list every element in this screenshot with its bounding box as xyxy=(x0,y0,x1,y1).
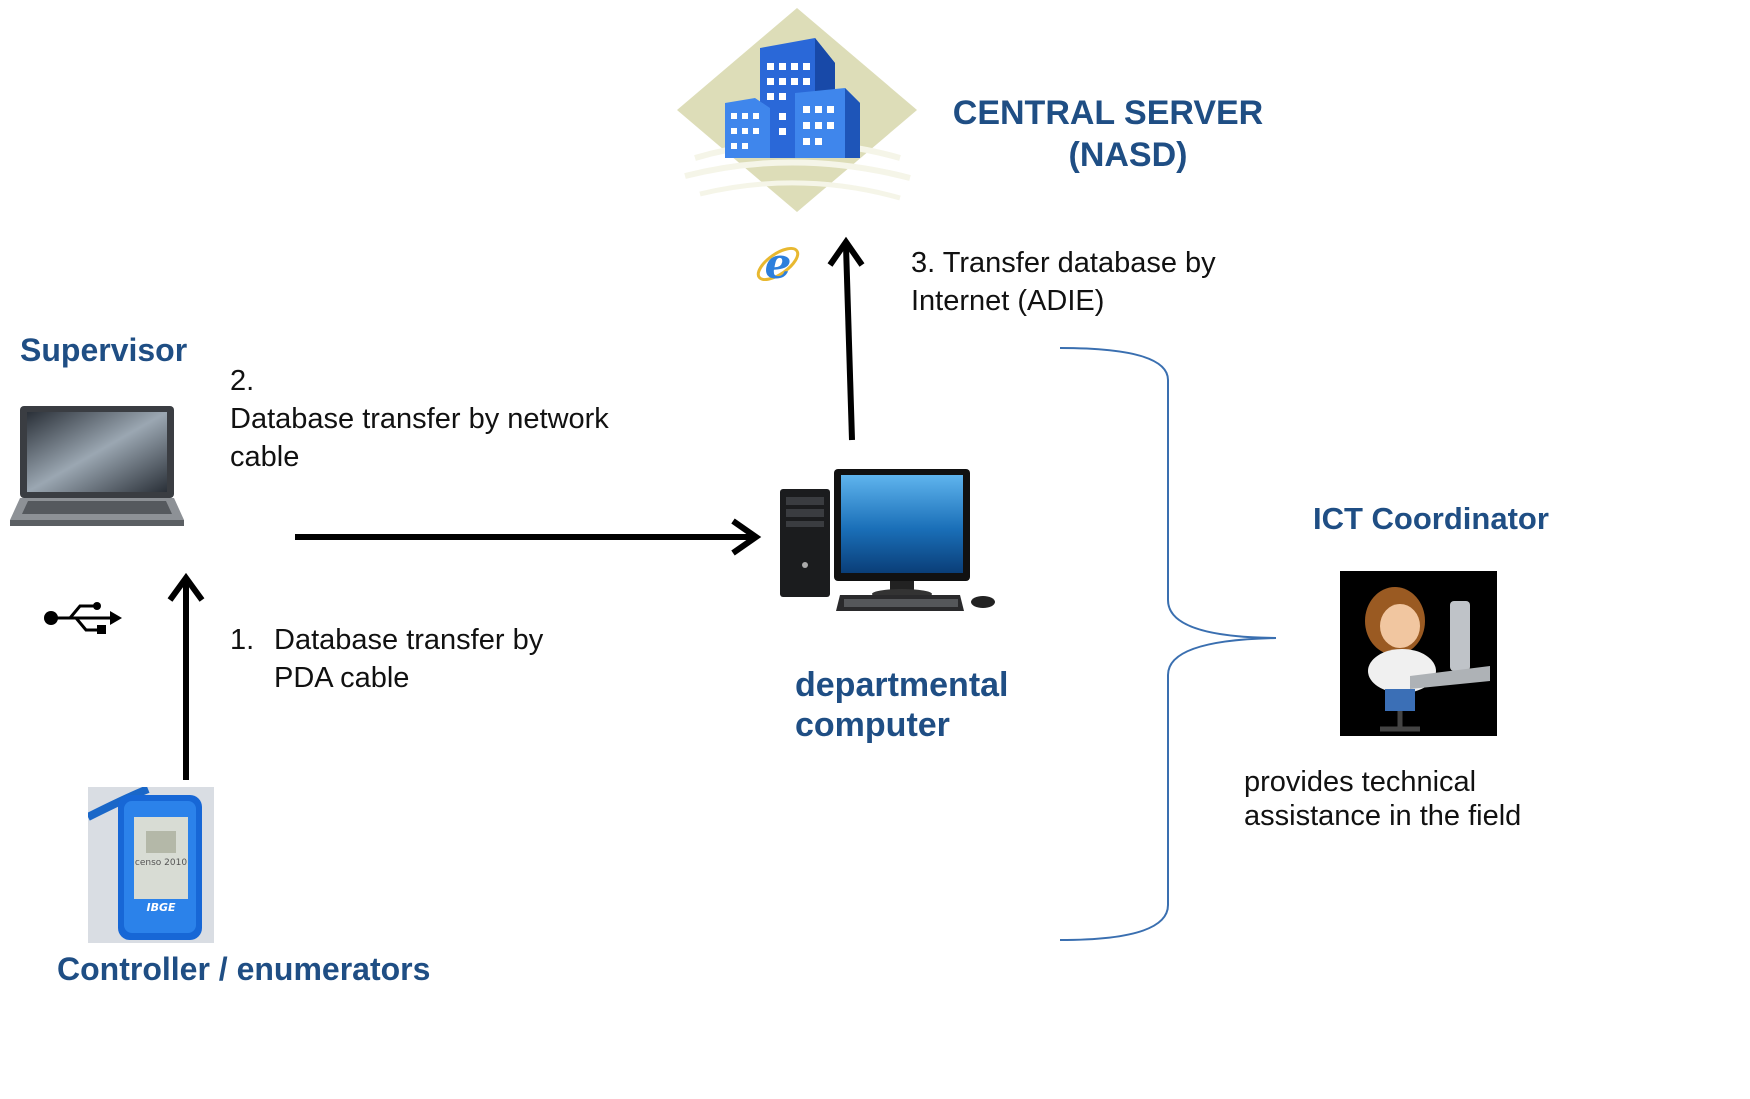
ict-description: provides technical assistance in the fie… xyxy=(1244,765,1521,833)
svg-text:e: e xyxy=(765,239,792,288)
central-server-title-line1: CENTRAL SERVER xyxy=(952,94,1264,132)
coordinator-brace xyxy=(1059,347,1277,941)
arrow-supervisor-to-departmental xyxy=(295,518,762,556)
step-1-label: 1. Database transfer by PDA cable xyxy=(230,621,543,697)
departmental-title-line2: computer xyxy=(795,706,950,744)
step-3-label: 3. Transfer database by Internet (ADIE) xyxy=(911,244,1216,320)
usb-symbol-icon xyxy=(42,598,126,638)
step-2-number: 2. xyxy=(230,365,255,397)
step-2-line2: cable xyxy=(230,441,300,473)
central-server-title-line2: (NASD) xyxy=(1068,136,1188,174)
ict-description-line1: provides technical xyxy=(1244,766,1477,798)
step-1-line1: 1. Database transfer by xyxy=(230,621,543,659)
departmental-title-line1: departmental xyxy=(795,666,1009,704)
step-3-line1: 3. Transfer database by xyxy=(911,247,1216,279)
central-server-title: CENTRAL SERVER (NASD) xyxy=(948,92,1268,176)
desktop-computer-icon xyxy=(778,465,1003,615)
internet-explorer-icon: e xyxy=(752,236,804,292)
pda-device-icon: censo 2010 IBGE xyxy=(88,787,214,943)
step-1-number: 1. xyxy=(230,624,255,656)
step-3-line2: Internet (ADIE) xyxy=(911,285,1105,317)
step-2-label: 2. Database transfer by network cable xyxy=(230,362,609,476)
step-1-text: Database transfer by xyxy=(274,624,544,656)
pda-brand-text: IBGE xyxy=(146,901,176,914)
ict-coordinator-title: ICT Coordinator xyxy=(1313,501,1549,536)
pda-screen-text: censo 2010 xyxy=(135,858,187,868)
laptop-icon xyxy=(8,402,186,534)
departmental-computer-title: departmental computer xyxy=(795,665,1009,745)
step-2-line1: Database transfer by network xyxy=(230,403,609,435)
arrow-pda-to-supervisor xyxy=(167,572,205,780)
supervisor-title: Supervisor xyxy=(20,332,188,368)
step-1-line2: PDA cable xyxy=(274,662,410,694)
arrow-departmental-to-server xyxy=(827,236,865,441)
ict-description-line2: assistance in the field xyxy=(1244,800,1522,832)
office-building-icon xyxy=(675,8,920,213)
controller-enumerators-title: Controller / enumerators xyxy=(57,951,431,987)
technician-at-computer-icon xyxy=(1340,571,1497,736)
